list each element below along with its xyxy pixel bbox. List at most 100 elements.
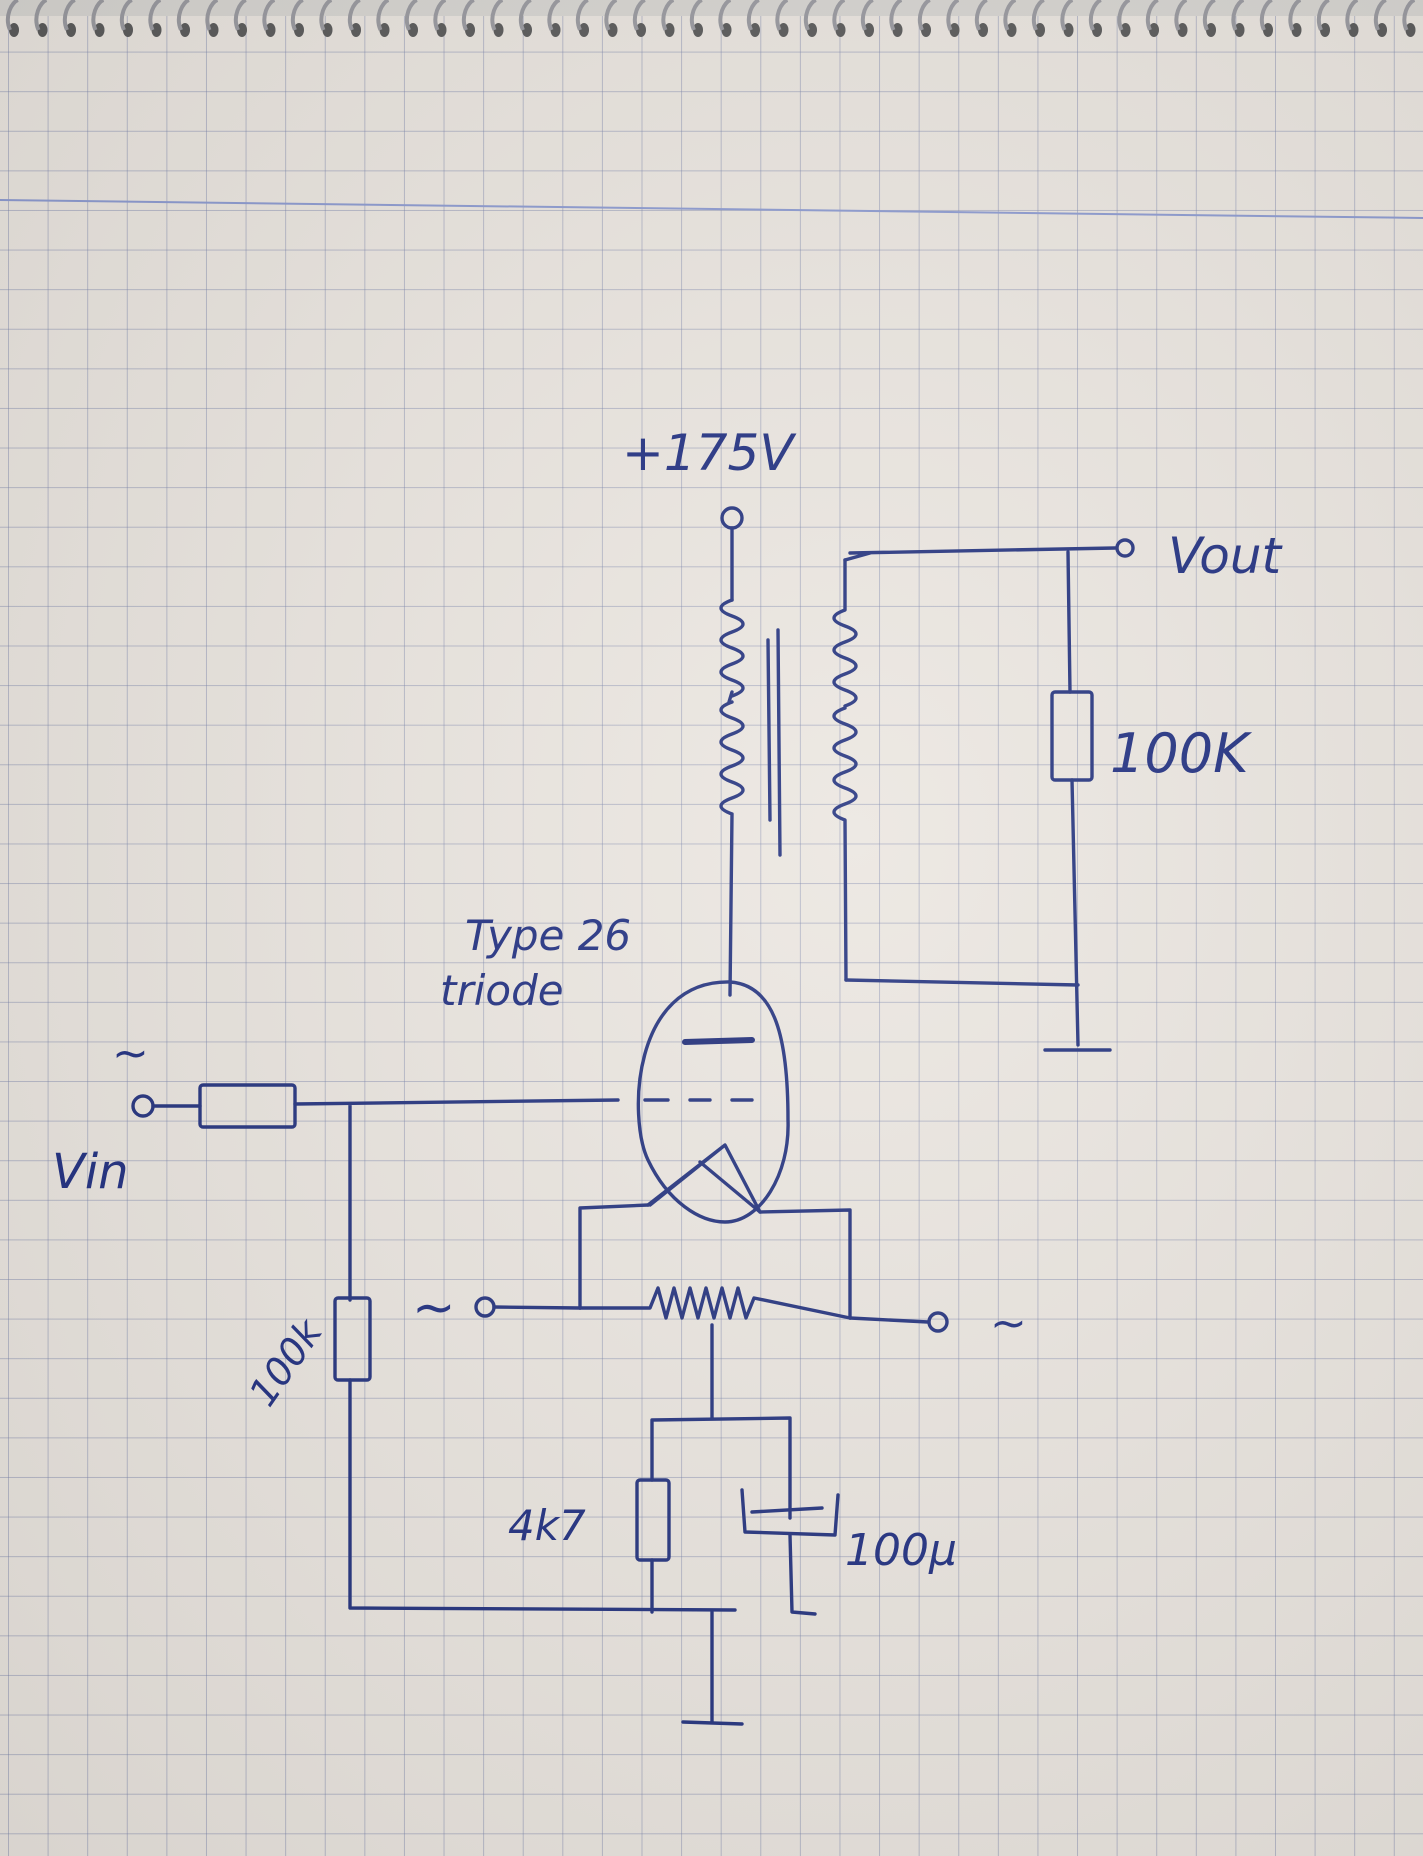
grid-wire — [293, 1098, 620, 1302]
binding-ring — [917, 0, 931, 31]
binding-hole — [778, 23, 789, 37]
filament-left-terminal — [474, 1296, 582, 1318]
binding-ring — [5, 0, 19, 31]
output-wiring — [843, 538, 1135, 1047]
binding-ring — [290, 0, 304, 31]
tube-type-label: Type 26 — [465, 911, 631, 960]
binding-ring — [1117, 0, 1131, 31]
cathode-ground-symbol — [681, 1720, 744, 1726]
binding-hole — [1177, 23, 1188, 37]
cathode-resistor-label: 4k7 — [508, 1501, 586, 1550]
primary-winding — [719, 598, 745, 997]
binding-ring — [119, 0, 133, 31]
binding-ring — [233, 0, 247, 31]
filament-right-terminal — [848, 1311, 949, 1333]
binding-hole — [237, 23, 247, 37]
binding-hole — [1234, 23, 1245, 37]
binding-ring — [176, 0, 190, 31]
binding-ring — [1174, 0, 1188, 31]
grid-potentiometer — [333, 1296, 372, 1382]
binding-ring — [205, 0, 219, 31]
binding-ring — [1003, 0, 1017, 31]
binding-ring — [1231, 0, 1245, 31]
binding-ring — [1345, 0, 1359, 31]
binding-ring — [91, 0, 105, 31]
binding-ring — [575, 0, 589, 31]
tube-kind-label: triode — [440, 966, 564, 1015]
binding-hole — [1092, 23, 1102, 37]
binding-hole — [1120, 23, 1131, 37]
binding-ring — [889, 0, 903, 31]
binding-ring — [404, 0, 418, 31]
binding-ring — [604, 0, 618, 31]
binding-hole — [94, 23, 105, 37]
binding-hole — [1405, 23, 1416, 37]
binding-hole — [1035, 23, 1045, 37]
filament — [646, 1143, 762, 1214]
binding-ring — [1316, 0, 1330, 31]
binding-ring — [689, 0, 703, 31]
binding-ring — [148, 0, 162, 31]
grid-stopper-resistor — [198, 1083, 297, 1129]
binding-ring — [490, 0, 504, 31]
binding-hole — [1348, 23, 1359, 37]
binding-hole — [864, 23, 874, 37]
filament-right-symbol: ~ — [990, 1298, 1027, 1349]
cathode-capacitor-label: 100µ — [845, 1525, 957, 1576]
binding-ring — [1145, 0, 1159, 31]
binding-hole — [1263, 23, 1273, 37]
binding-hole — [379, 23, 390, 37]
binding-ring — [974, 0, 988, 31]
binding-hole — [408, 23, 418, 37]
binding-ring — [1288, 0, 1302, 31]
bypass-capacitor — [740, 1488, 840, 1537]
input-label: Vin — [52, 1144, 129, 1200]
binding-ring — [1060, 0, 1074, 31]
supply-terminal — [720, 506, 744, 602]
filament-rheostat — [578, 1286, 852, 1320]
binding-ring — [860, 0, 874, 31]
binding-ring — [946, 0, 960, 31]
binding-hole — [265, 23, 276, 37]
anode-plate — [682, 1037, 755, 1045]
cathode-wire — [650, 1323, 817, 1616]
binding-ring — [832, 0, 846, 31]
binding-hole — [9, 23, 19, 37]
grid-pot-label: 100k — [241, 1310, 332, 1414]
binding-hole — [208, 23, 219, 37]
binding-hole — [493, 23, 504, 37]
margin-line — [0, 199, 1423, 219]
binding-hole — [579, 23, 589, 37]
binding-hole — [664, 23, 675, 37]
binding-hole — [636, 23, 646, 37]
binding-hole — [921, 23, 931, 37]
binding-hole — [750, 23, 760, 37]
binding-ring — [1088, 0, 1102, 31]
binding-hole — [892, 23, 903, 37]
binding-ring — [1402, 0, 1416, 31]
binding-ring — [433, 0, 447, 31]
binding-hole — [949, 23, 960, 37]
binding-ring — [62, 0, 76, 31]
binding-ring — [461, 0, 475, 31]
input-terminal — [131, 1094, 202, 1118]
binding-ring — [1259, 0, 1273, 31]
binding-hole — [465, 23, 475, 37]
binding-hole — [1063, 23, 1074, 37]
binding-ring — [34, 0, 48, 31]
binding-hole — [351, 23, 361, 37]
binding-hole — [835, 23, 846, 37]
binding-ring — [661, 0, 675, 31]
binding-hole — [1291, 23, 1302, 37]
binding-hole — [1377, 23, 1387, 37]
binding-hole — [1006, 23, 1017, 37]
binding-hole — [436, 23, 447, 37]
binding-ring — [518, 0, 532, 31]
binding-ring — [1202, 0, 1216, 31]
binding-hole — [151, 23, 162, 37]
binding-hole — [550, 23, 561, 37]
binding-hole — [693, 23, 703, 37]
output-resistor-label: 100K — [1110, 722, 1252, 785]
binding-hole — [607, 23, 618, 37]
